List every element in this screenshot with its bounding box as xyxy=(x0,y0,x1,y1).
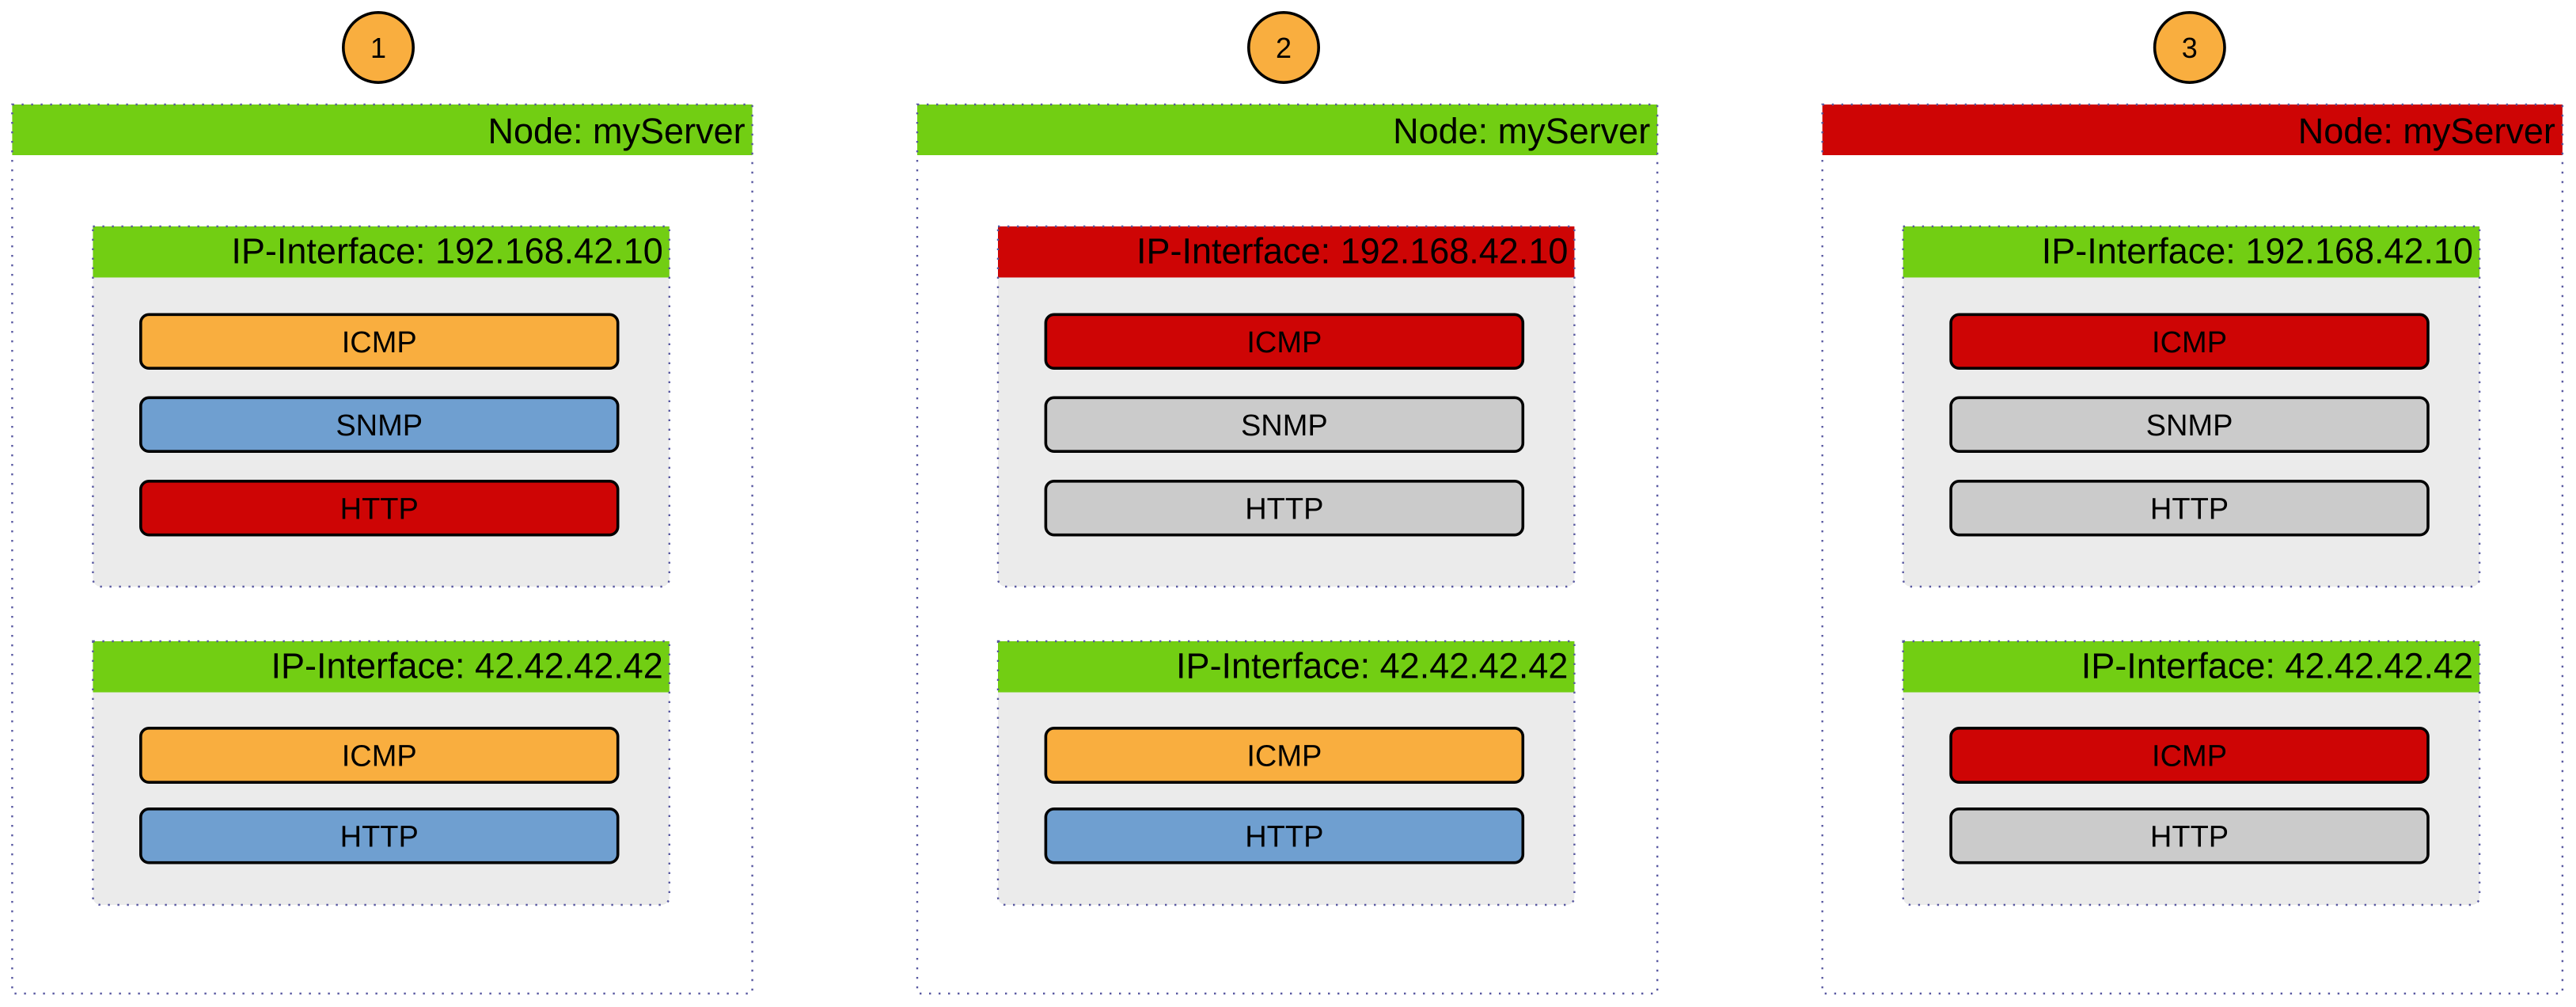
svg-text:3: 3 xyxy=(2182,32,2198,64)
svg-text:Node: myServer: Node: myServer xyxy=(488,111,745,151)
svg-text:IP-Interface: 192.168.42.10: IP-Interface: 192.168.42.10 xyxy=(1136,230,1568,271)
svg-text:HTTP: HTTP xyxy=(1245,820,1323,853)
svg-text:IP-Interface: 42.42.42.42: IP-Interface: 42.42.42.42 xyxy=(2081,645,2473,686)
svg-text:ICMP: ICMP xyxy=(2152,326,2227,359)
svg-text:HTTP: HTTP xyxy=(340,820,419,853)
svg-text:1: 1 xyxy=(370,32,386,64)
svg-text:IP-Interface: 192.168.42.10: IP-Interface: 192.168.42.10 xyxy=(231,230,662,271)
svg-text:IP-Interface: 192.168.42.10: IP-Interface: 192.168.42.10 xyxy=(2042,230,2473,271)
svg-text:SNMP: SNMP xyxy=(1241,409,1328,443)
svg-text:Node: myServer: Node: myServer xyxy=(2298,111,2555,151)
svg-text:ICMP: ICMP xyxy=(1246,326,1322,359)
svg-text:Node: myServer: Node: myServer xyxy=(1393,111,1650,151)
svg-text:HTTP: HTTP xyxy=(2150,492,2229,526)
svg-text:ICMP: ICMP xyxy=(2152,740,2227,773)
svg-text:ICMP: ICMP xyxy=(1246,740,1322,773)
svg-text:ICMP: ICMP xyxy=(342,740,417,773)
svg-text:2: 2 xyxy=(1276,32,1292,64)
svg-text:HTTP: HTTP xyxy=(1245,492,1323,526)
svg-text:HTTP: HTTP xyxy=(2150,820,2229,853)
svg-text:IP-Interface: 42.42.42.42: IP-Interface: 42.42.42.42 xyxy=(271,645,662,686)
svg-text:SNMP: SNMP xyxy=(336,409,423,443)
svg-text:IP-Interface: 42.42.42.42: IP-Interface: 42.42.42.42 xyxy=(1176,645,1568,686)
svg-text:ICMP: ICMP xyxy=(342,326,417,359)
svg-text:SNMP: SNMP xyxy=(2146,409,2233,443)
svg-text:HTTP: HTTP xyxy=(340,492,419,526)
